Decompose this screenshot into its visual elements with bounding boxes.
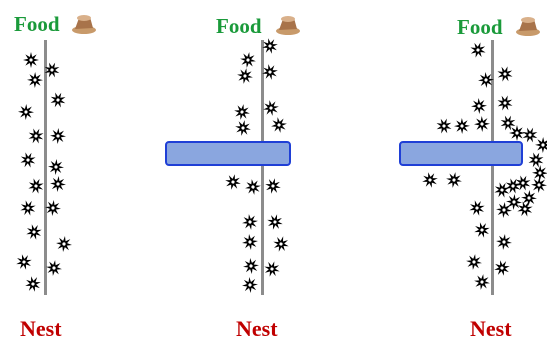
- ant-icon: [25, 276, 41, 292]
- ant-icon: [50, 176, 66, 192]
- ant-icon: [23, 52, 39, 68]
- ant-icon: [262, 64, 278, 80]
- ant-icon: [474, 116, 490, 132]
- ant-icon: [505, 178, 521, 194]
- ant-icon: [16, 254, 32, 270]
- ant-icon: [422, 172, 438, 188]
- ant-icon: [28, 128, 44, 144]
- obstacle-block: [165, 141, 291, 166]
- ant-icon: [500, 115, 516, 131]
- panel-obstacle-placed: Food Nest: [165, 0, 364, 343]
- ant-icon: [497, 66, 513, 82]
- ant-icon: [453, 117, 471, 135]
- ant-icon: [45, 200, 61, 216]
- ant-icon: [265, 178, 281, 194]
- ant-icon: [263, 100, 279, 116]
- ant-icon: [264, 261, 280, 277]
- nest-label: Nest: [20, 316, 62, 341]
- ant-icon: [446, 172, 462, 188]
- ant-icon: [532, 165, 547, 181]
- ant-icon: [271, 117, 287, 133]
- obstacle-block: [399, 141, 523, 166]
- ant-icon: [474, 222, 490, 238]
- food-pile-icon: [276, 16, 300, 35]
- ant-icon: [474, 274, 490, 290]
- ant-icon: [242, 214, 258, 230]
- ant-icon: [470, 42, 486, 58]
- ant-icon: [20, 152, 36, 168]
- ant-icon: [478, 72, 494, 88]
- ant-icon: [50, 92, 66, 108]
- ant-icon: [515, 175, 531, 191]
- food-pile-icon: [516, 17, 540, 36]
- food-label: Food: [216, 14, 262, 38]
- nest-label: Nest: [470, 316, 512, 341]
- ant-icon: [528, 152, 544, 168]
- ant-icon: [466, 254, 482, 270]
- ant-icon: [494, 260, 510, 276]
- ant-icon: [26, 224, 42, 240]
- ant-icon: [237, 68, 253, 84]
- ant-trail-line: [491, 40, 494, 295]
- ant-trail-line: [44, 40, 47, 295]
- ant-icon: [267, 214, 283, 230]
- ant-icon: [531, 177, 547, 193]
- ant-icon: [506, 194, 522, 210]
- ant-icon: [27, 72, 43, 88]
- ant-icon: [517, 201, 533, 217]
- ant-icon: [48, 159, 64, 175]
- ant-icon: [18, 104, 34, 120]
- ant-icon: [225, 174, 241, 190]
- food-label: Food: [457, 15, 503, 39]
- ant-icon: [234, 104, 250, 120]
- ant-icon: [436, 118, 452, 134]
- ant-icon: [243, 258, 259, 274]
- ant-icon: [494, 182, 510, 198]
- ant-icon: [496, 234, 512, 250]
- ant-icon: [471, 98, 487, 114]
- ant-icon: [20, 200, 36, 216]
- ant-icon: [535, 137, 547, 153]
- ant-icon: [240, 52, 256, 68]
- ant-icon: [245, 179, 261, 195]
- ant-icon: [469, 200, 485, 216]
- ant-icon: [50, 128, 66, 144]
- ant-icon: [56, 236, 72, 252]
- ant-trail-line: [261, 40, 264, 295]
- ant-icon: [522, 127, 538, 143]
- ant-icon: [262, 38, 278, 54]
- ant-icon: [273, 236, 289, 252]
- nest-label: Nest: [236, 316, 278, 341]
- ant-icon: [46, 260, 62, 276]
- ant-icon: [496, 202, 512, 218]
- panel-ants-bypass-obstacle: Food Nest: [364, 0, 546, 343]
- ant-icon: [235, 120, 251, 136]
- ant-icon: [509, 125, 525, 141]
- food-label: Food: [14, 12, 60, 36]
- ant-icon: [521, 190, 537, 206]
- food-pile-icon: [72, 15, 96, 34]
- ant-icon: [44, 62, 60, 78]
- ant-icon: [497, 95, 513, 111]
- ant-icon: [242, 277, 258, 293]
- panel-before-obstacle: Food Nest: [0, 0, 182, 343]
- ant-icon: [28, 178, 44, 194]
- ant-icon: [242, 234, 258, 250]
